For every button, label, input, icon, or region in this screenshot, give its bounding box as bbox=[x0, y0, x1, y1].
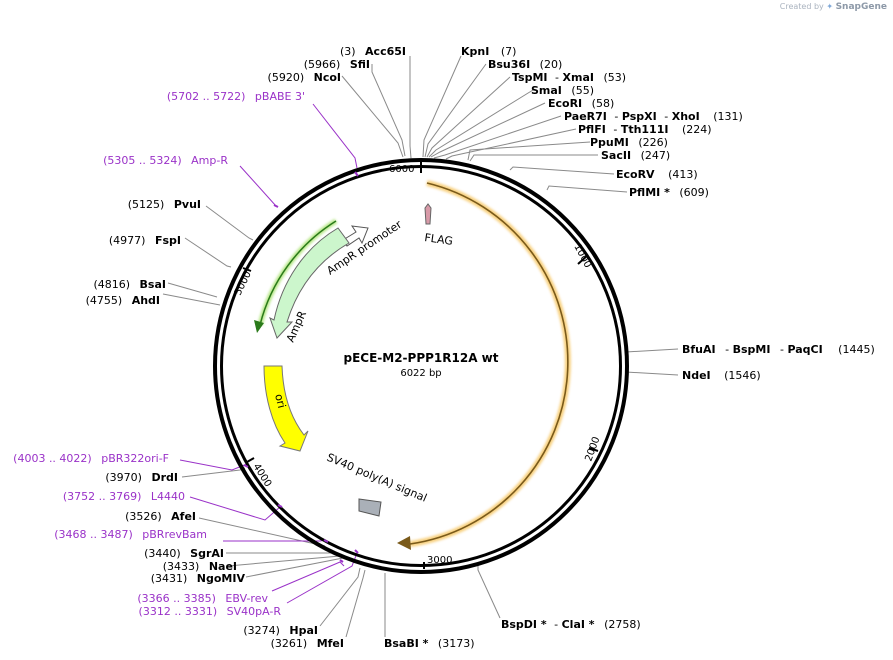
tick-label-3000: 3000 bbox=[427, 555, 452, 566]
primer-pbrrevbam: (3468 .. 3487) pBRrevBam bbox=[54, 528, 207, 541]
ampr-arc-arrowhead-icon bbox=[254, 320, 264, 333]
tick-label-2000: 2000 bbox=[583, 435, 602, 463]
site-ppumi: PpuMI (226) bbox=[590, 136, 668, 149]
site-sgrai: (3440) SgrAI bbox=[144, 547, 224, 560]
site-hpai: (3274) HpaI bbox=[243, 624, 318, 637]
flag-feature bbox=[424, 203, 432, 225]
insert-arrowhead-icon bbox=[397, 536, 411, 550]
site-naei: (3433) NaeI bbox=[163, 560, 237, 573]
insert-arc bbox=[409, 182, 569, 545]
site-tspmi: TspMI - XmaI (53) bbox=[512, 71, 626, 84]
tick-marks bbox=[242, 159, 599, 569]
site-ncoi: (5920) NcoI bbox=[268, 71, 341, 84]
site-bsabi: BsaBI * (3173) bbox=[384, 637, 475, 650]
site-pflfi: PflFI - Tth111I (224) bbox=[578, 123, 712, 136]
site-pflmi: PflMI * (609) bbox=[629, 186, 709, 199]
primer-pbabe3: (5702 .. 5722) pBABE 3' bbox=[167, 90, 305, 103]
site-ecorv: EcoRV (413) bbox=[616, 168, 698, 181]
primer-ampr: (5305 .. 5324) Amp-R bbox=[103, 154, 228, 167]
tick-label-6000: 6000 bbox=[389, 164, 414, 175]
site-paer7i: PaeR7I - PspXI - XhoI (131) bbox=[564, 110, 743, 123]
plasmid-name: pECE-M2-PPP1R12A wt bbox=[343, 351, 498, 365]
credit-label: Created by ✦ SnapGene bbox=[780, 2, 887, 12]
primer-marks bbox=[243, 171, 359, 563]
plasmid-size: 6022 bp bbox=[400, 368, 441, 379]
site-bsai: (4816) BsaI bbox=[93, 278, 166, 291]
flag-label: FLAG bbox=[424, 231, 454, 248]
ampr-feature-arrow bbox=[269, 227, 350, 339]
site-bspdi: BspDI * - ClaI * (2758) bbox=[501, 618, 641, 631]
site-drdi: (3970) DrdI bbox=[105, 471, 178, 484]
site-sacii: SacII (247) bbox=[601, 149, 670, 162]
credit-prefix: Created by bbox=[779, 2, 824, 11]
primer-ebvrev: (3366 .. 3385) EBV-rev bbox=[137, 592, 268, 605]
site-ecori: EcoRI (58) bbox=[548, 97, 614, 110]
site-ngomiv: (3431) NgoMIV bbox=[151, 572, 246, 585]
sv40-label: SV40 poly(A) signal bbox=[325, 451, 429, 505]
site-ndei: NdeI (1546) bbox=[682, 369, 761, 382]
site-bfuai: BfuAI - BspMI - PaqCI (1445) bbox=[682, 343, 875, 356]
site-mfei: (3261) MfeI bbox=[271, 637, 344, 650]
site-pvui: (5125) PvuI bbox=[128, 198, 201, 211]
primer-l4440: (3752 .. 3769) L4440 bbox=[63, 490, 185, 503]
snapgene-logo-icon: ✦ bbox=[826, 2, 834, 11]
sv40-feature-box bbox=[358, 498, 382, 517]
site-sfii: (5966) SfiI bbox=[304, 58, 370, 71]
primer-pbr322ori: (4003 .. 4022) pBR322ori-F bbox=[13, 452, 169, 465]
ampr-arc bbox=[259, 220, 337, 326]
site-ahdi: (4755) AhdI bbox=[86, 294, 160, 307]
site-kpni: KpnI (7) bbox=[461, 45, 516, 58]
ori-feature-arrow bbox=[263, 365, 309, 452]
site-bsu36i: Bsu36I (20) bbox=[488, 58, 562, 71]
site-smai: SmaI (55) bbox=[531, 84, 594, 97]
site-acc65i: (3) Acc65I bbox=[340, 45, 406, 58]
site-fspi: (4977) FspI bbox=[109, 234, 181, 247]
credit-brand: SnapGene bbox=[835, 2, 887, 12]
ori-label: ori bbox=[272, 393, 288, 410]
ampr-promoter-arrow bbox=[342, 225, 369, 247]
site-afei: (3526) AfeI bbox=[125, 510, 196, 523]
primer-sv40par: (3312 .. 3331) SV40pA-R bbox=[139, 605, 282, 618]
